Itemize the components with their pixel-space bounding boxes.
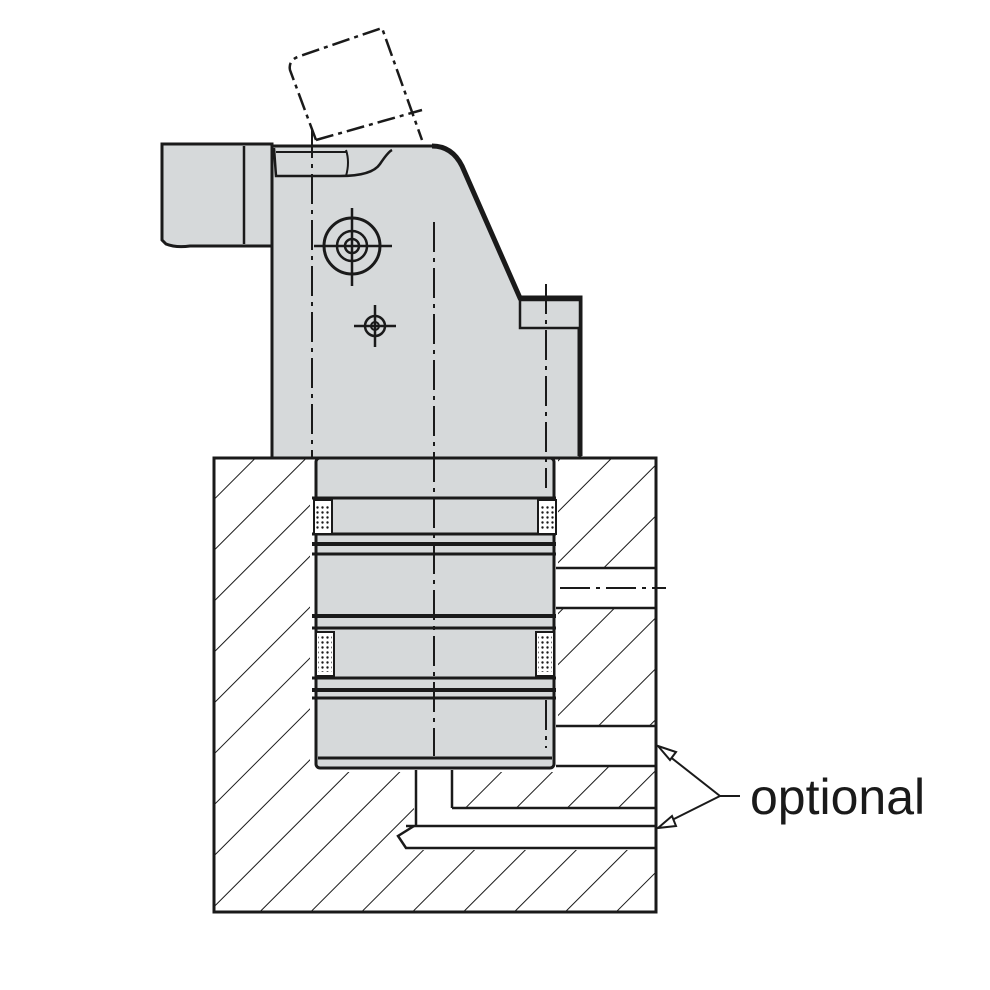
clamp-arm bbox=[160, 142, 274, 249]
passage-edges bbox=[396, 566, 656, 850]
upper-seal-right bbox=[537, 499, 557, 535]
pivot-pin-icon bbox=[314, 208, 392, 286]
leader-lines bbox=[663, 751, 740, 825]
small-pin-icon bbox=[354, 305, 396, 347]
horizontal-drill-passage bbox=[404, 808, 656, 850]
lower-oil-port bbox=[556, 726, 656, 766]
lower-seal-right bbox=[535, 631, 555, 677]
phantom-clamp-arm bbox=[288, 26, 424, 141]
side-shoulder bbox=[518, 298, 582, 330]
vertical-drill-passage bbox=[414, 770, 454, 828]
clamp-body bbox=[160, 142, 583, 460]
upper-seal-left bbox=[313, 499, 333, 535]
center-lines bbox=[311, 128, 666, 756]
lower-arrowhead-icon bbox=[654, 814, 678, 830]
lower-seal-left bbox=[315, 631, 335, 677]
upper-arrowhead-icon bbox=[654, 743, 678, 762]
optional-label: optional bbox=[750, 769, 925, 825]
top-pocket bbox=[272, 147, 393, 178]
optional-callout: optional bbox=[654, 743, 925, 830]
